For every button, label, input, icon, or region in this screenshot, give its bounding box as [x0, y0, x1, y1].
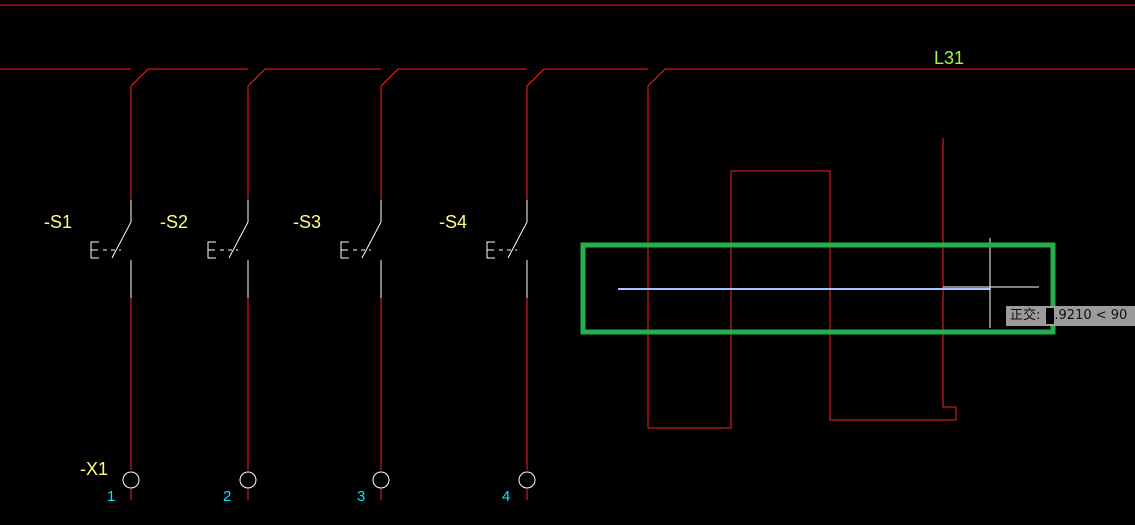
meander-wire: [647, 86, 957, 429]
switch-label-s4: -S4: [439, 212, 467, 232]
pushbutton-actuator-icon: [340, 241, 371, 259]
highlight-box: [580, 242, 1056, 335]
switch-label-s3: -S3: [293, 212, 321, 232]
ortho-label: 正交:: [1010, 308, 1041, 323]
terminal-circle: [122, 471, 140, 489]
terminal-number-1: 1: [107, 488, 115, 505]
distance-input-caret[interactable]: [1046, 307, 1055, 324]
pushbutton-actuator-icon: [207, 241, 238, 259]
terminal-circle: [372, 471, 390, 489]
terminal-number-3: 3: [357, 488, 365, 505]
branch-4: [486, 86, 536, 500]
pushbutton-actuator-icon: [90, 241, 121, 259]
switch-label-s2: -S2: [160, 212, 188, 232]
terminal-number-2: 2: [223, 488, 231, 505]
distance-angle-value: .9210 < 90: [1054, 308, 1128, 323]
branch-3: [340, 86, 390, 500]
branch-2: [207, 86, 257, 500]
wire-label-l31: L31: [934, 48, 964, 68]
switch-label-s1: -S1: [44, 212, 72, 232]
ortho-dynamic-input-tooltip[interactable]: 正交: .9210 < 90: [1006, 306, 1135, 326]
branch-1: [90, 86, 140, 500]
bus-line: [0, 68, 1135, 87]
terminal-number-4: 4: [502, 488, 510, 505]
crosshair-cursor-icon: [943, 238, 1039, 328]
terminal-block-label: -X1: [80, 459, 108, 479]
terminal-circle: [518, 471, 536, 489]
terminal-circle: [239, 471, 257, 489]
pushbutton-actuator-icon: [486, 241, 517, 259]
